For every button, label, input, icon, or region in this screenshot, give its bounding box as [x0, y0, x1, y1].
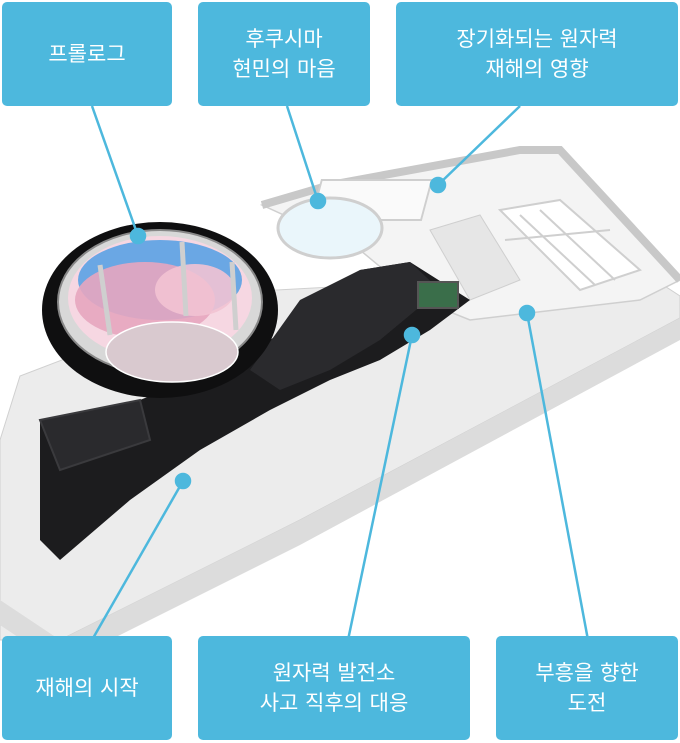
display-floor	[429, 214, 521, 301]
label-disaster-start[interactable]: 재해의 시작	[2, 636, 172, 740]
connector-dot-recovery	[518, 304, 536, 322]
connector-line-start	[90, 480, 185, 641]
theater-floor	[105, 321, 239, 383]
label-plant-response[interactable]: 원자력 발전소 사고 직후의 대응	[198, 636, 470, 740]
dark-zone-corridor	[250, 262, 440, 390]
room-divider	[539, 209, 616, 281]
cherry-blossom	[155, 264, 235, 316]
theater-pillar	[179, 241, 189, 317]
connector-dot-prologue	[129, 227, 147, 245]
label-recovery[interactable]: 부흥을 향한 도전	[496, 636, 678, 740]
connector-line-recovery	[525, 312, 590, 641]
label-prolonged-disaster[interactable]: 장기화되는 원자력 재해의 영향	[396, 2, 678, 106]
room-divider	[519, 214, 596, 286]
theater-pillar	[229, 261, 239, 331]
connector-line-prologue	[90, 105, 140, 237]
room-grid	[497, 198, 642, 292]
connector-dot-start	[174, 472, 192, 490]
label-residents[interactable]: 후쿠시마 현민의 마음	[198, 2, 370, 106]
room-divider	[504, 229, 611, 241]
connector-line-prolonged	[437, 105, 521, 186]
connector-dot-response	[403, 326, 421, 344]
connector-line-response	[346, 334, 414, 641]
label-prologue[interactable]: 프롤로그	[2, 2, 172, 106]
light-wing-wall	[260, 146, 680, 283]
video-screen	[417, 281, 459, 309]
dark-room-wall	[38, 398, 152, 472]
theater-pillar	[97, 264, 113, 336]
connector-dot-residents	[309, 192, 327, 210]
connector-line-residents	[285, 105, 320, 202]
round-room	[276, 196, 384, 260]
connector-dot-prolonged	[429, 176, 447, 194]
